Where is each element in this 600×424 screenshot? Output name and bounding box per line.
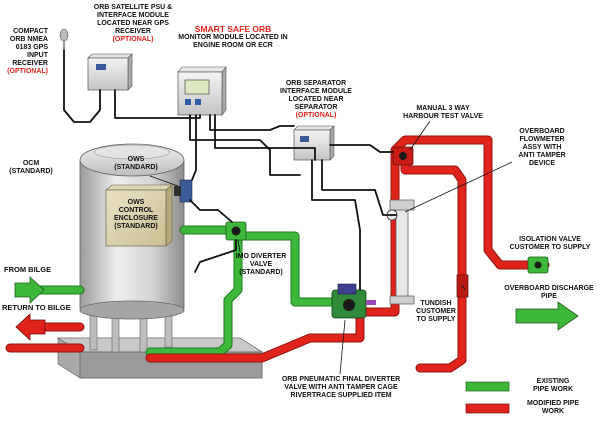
ocm-line: OCM xyxy=(22,160,40,167)
satellite-module xyxy=(87,53,133,91)
imo-valve-line: (STANDARD) xyxy=(239,269,283,276)
isolation-valve-line: ISOLATION VALVE xyxy=(519,236,581,243)
from-bilge-arrow xyxy=(14,276,45,304)
harbour-valve-label: MANUAL 3 WAY HARBOUR TEST VALVE xyxy=(398,105,488,121)
flowmeter-line: OVERBOARD xyxy=(519,128,565,135)
satellite-line: RECEIVER xyxy=(115,28,151,35)
modified-pipework xyxy=(5,135,550,373)
flowmeter-assembly xyxy=(386,199,415,305)
ocm-unit xyxy=(174,179,193,203)
ows-control-enclosure xyxy=(105,184,173,247)
satellite-line: ORB SATELLITE PSU & xyxy=(93,4,173,11)
orb-pneumatic-label: ORB PNEUMATIC FINAL DIVERTER VALVE WITH … xyxy=(266,376,416,400)
legend-modified-line: MODIFIED PIPE xyxy=(526,400,580,407)
leader-lines xyxy=(149,120,513,375)
separator-line: INTERFACE MODULE xyxy=(280,88,352,95)
orb-pneumatic-line: VALVE WITH ANTI TAMPER CAGE xyxy=(284,384,398,391)
smart-safe-line: MONITOR MODULE LOCATED IN xyxy=(178,34,288,41)
harbour-valve-line: MANUAL 3 WAY xyxy=(416,105,470,112)
legend-existing-label: EXISTING PIPE WORK xyxy=(518,378,588,394)
legend-modified-swatch xyxy=(465,403,510,414)
legend-swatches xyxy=(465,381,510,414)
tundish-label: TUNDISH CUSTOMER TO SUPPLY xyxy=(404,300,468,324)
separator-line: SEPARATOR xyxy=(294,104,338,111)
orb-pneumatic-line: RIVERTRACE SUPPLIED ITEM xyxy=(290,392,392,399)
gps-note: (OPTIONAL) xyxy=(7,68,48,75)
ows-enclosure-label: OWS CONTROL ENCLOSURE (STANDARD) xyxy=(106,199,166,231)
harbour-test-valve xyxy=(392,146,414,166)
ows-line: (STANDARD) xyxy=(114,164,158,171)
gps-line: INPUT xyxy=(27,52,48,59)
legend-existing-line: EXISTING xyxy=(536,378,570,385)
legend-existing-swatch xyxy=(465,381,510,392)
isolation-valve-line: CUSTOMER TO SUPPLY xyxy=(509,244,591,251)
flowmeter-line: FLOWMETER xyxy=(519,136,565,143)
gps-line: RECEIVER xyxy=(12,60,48,67)
ocm-line: (STANDARD) xyxy=(9,168,53,175)
ows-label: OWS (STANDARD) xyxy=(106,156,166,172)
gps-line: 0183 GPS xyxy=(15,44,48,51)
orb-pneumatic-line: ORB PNEUMATIC FINAL DIVERTER xyxy=(281,376,401,383)
separator-line: ORB SEPARATOR xyxy=(285,80,347,87)
overboard-arrow xyxy=(515,301,579,331)
isolation-valve-label: ISOLATION VALVE CUSTOMER TO SUPPLY xyxy=(502,236,598,252)
flowmeter-line: ANTI TAMPER xyxy=(518,152,566,159)
gps-line: COMPACT xyxy=(13,28,48,35)
from-bilge-label: FROM BILGE xyxy=(4,265,52,274)
legend-modified-line: WORK xyxy=(541,408,565,415)
satellite-line: INTERFACE MODULE xyxy=(97,12,169,19)
return-bilge-arrow xyxy=(15,313,46,341)
imo-valve-line: IMO DIVERTER xyxy=(235,253,287,260)
overboard-discharge-label: OVERBOARD DISCHARGE PIPE xyxy=(504,285,594,300)
flowmeter-line: DEVICE xyxy=(528,160,556,167)
legend-existing-line: PIPE WORK xyxy=(532,386,574,393)
imo-valve-line: VALVE xyxy=(249,261,273,268)
smart-safe-title: SMART SAFE ORB xyxy=(194,24,272,34)
flowmeter-label: OVERBOARD FLOWMETER ASSY WITH ANTI TAMPE… xyxy=(512,128,572,168)
imo-valve-label: IMO DIVERTER VALVE (STANDARD) xyxy=(228,253,294,277)
ocm-label: OCM (STANDARD) xyxy=(6,160,56,176)
control-cables xyxy=(63,49,397,291)
smart-safe-label: SMART SAFE ORB MONITOR MODULE LOCATED IN… xyxy=(168,24,298,50)
harbour-valve-line: HARBOUR TEST VALVE xyxy=(403,113,483,120)
return-bilge-label: RETURN TO BILGE xyxy=(2,303,71,312)
satellite-module-label: ORB SATELLITE PSU & INTERFACE MODULE LOC… xyxy=(78,4,188,44)
flow-arrows xyxy=(14,276,579,341)
separator-module-label: ORB SEPARATOR INTERFACE MODULE LOCATED N… xyxy=(272,80,360,120)
satellite-line: LOCATED NEAR GPS xyxy=(97,20,169,27)
tundish-line: CUSTOMER xyxy=(416,308,456,315)
gps-receiver-label: COMPACT ORB NMEA 0183 GPS INPUT RECEIVER… xyxy=(2,28,48,76)
separator-note: (OPTIONAL) xyxy=(295,112,337,119)
smart-safe-line: ENGINE ROOM OR ECR xyxy=(193,42,273,49)
ows-line: OWS xyxy=(127,156,145,163)
ows-enclosure-line: CONTROL xyxy=(118,207,154,214)
ows-enclosure-line: OWS xyxy=(127,199,145,206)
ows-enclosure-line: ENCLOSURE xyxy=(114,215,158,222)
gps-antenna xyxy=(59,28,69,50)
ows-enclosure-line: (STANDARD) xyxy=(114,223,158,230)
tundish-line: TO SUPPLY xyxy=(416,316,456,323)
separator-module xyxy=(293,125,335,161)
isolation-valve xyxy=(527,256,549,274)
gps-line: ORB NMEA xyxy=(9,36,48,43)
flowmeter-line: ASSY WITH xyxy=(522,144,562,151)
imo-diverter-valve xyxy=(225,221,247,241)
satellite-note: (OPTIONAL) xyxy=(112,36,154,43)
tundish-line: TUNDISH xyxy=(420,300,452,307)
orb-pneumatic-diverter-valve xyxy=(331,283,376,319)
separator-line: LOCATED NEAR xyxy=(288,96,344,103)
smart-safe-monitor xyxy=(177,66,227,116)
legend-modified-label: MODIFIED PIPE WORK xyxy=(518,400,588,416)
